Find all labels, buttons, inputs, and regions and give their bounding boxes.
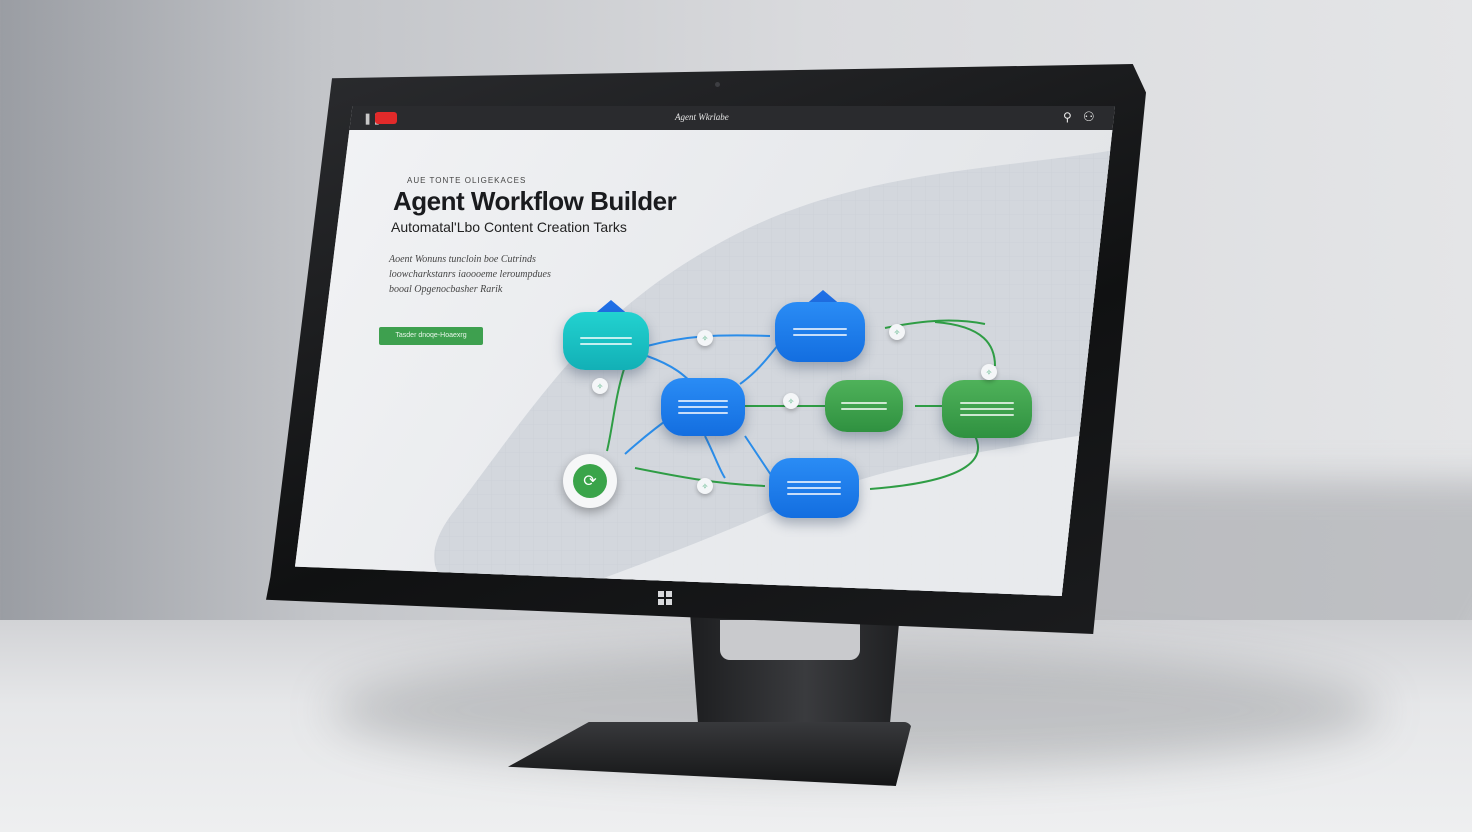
connector-icon[interactable]: ✧ [697,330,713,346]
connector-icon[interactable]: ✧ [697,478,713,494]
workflow-node-blue-top[interactable] [775,302,865,362]
page-title: Agent Workflow Builder [393,186,677,216]
hero-description: Aoent Wonuns tuncloin boe Cutrinds loowc… [389,252,589,297]
edge [606,365,626,452]
edge [934,321,996,367]
network-icon[interactable]: ⚲ [1063,110,1072,124]
workflow-node-green-right[interactable] [942,380,1032,438]
get-started-button[interactable]: Tasder dnoqe-Hoaexrg [379,327,483,345]
monitor-stand-cutout [720,620,860,660]
hero-eyebrow: Aue tonte oligekaces [407,176,527,185]
workflow-node-green-middle[interactable] [825,380,903,432]
description-line: Aoent Wonuns tuncloin boe Cutrinds [389,254,536,265]
workflow-node-teal[interactable] [563,312,649,370]
webcam [715,82,720,87]
description-line: booal Opgenocbasher Rarik [389,284,503,295]
workflow-node-blue-bottom[interactable] [769,458,859,518]
connector-icon[interactable]: ✧ [783,393,799,409]
user-icon[interactable]: ⚇ [1083,109,1095,124]
record-icon[interactable] [375,112,397,124]
edge [869,435,979,490]
description-line: loowcharkstanrs iaoooeme leroumpdues [389,269,551,280]
edge [704,435,726,479]
agent-icon: ⟳ [573,464,607,498]
windows-logo-icon [658,591,672,605]
monitor-screen: ❚❚ Agent Wkrlabe ⚲ ⚇ Aue tonte oligekace… [295,106,1115,596]
workflow-graph: ⟳ ✧ ✧ ✧ ✧ ✧ ✧ [295,106,1115,596]
workflow-node-blue-middle[interactable] [661,378,745,436]
edge [634,467,766,487]
window-titlebar: ❚❚ Agent Wkrlabe ⚲ ⚇ [295,106,1115,130]
start-node[interactable]: ⟳ [563,454,617,508]
edge [744,435,774,479]
connector-icon[interactable]: ✧ [889,324,905,340]
page-subtitle: Automatal'Lbo Content Creation Tarks [391,219,627,235]
window-title: Agent Wkrlabe [675,112,729,122]
connector-icon[interactable]: ✧ [592,378,608,394]
graph-edges [606,319,996,490]
connector-icon[interactable]: ✧ [981,364,997,380]
